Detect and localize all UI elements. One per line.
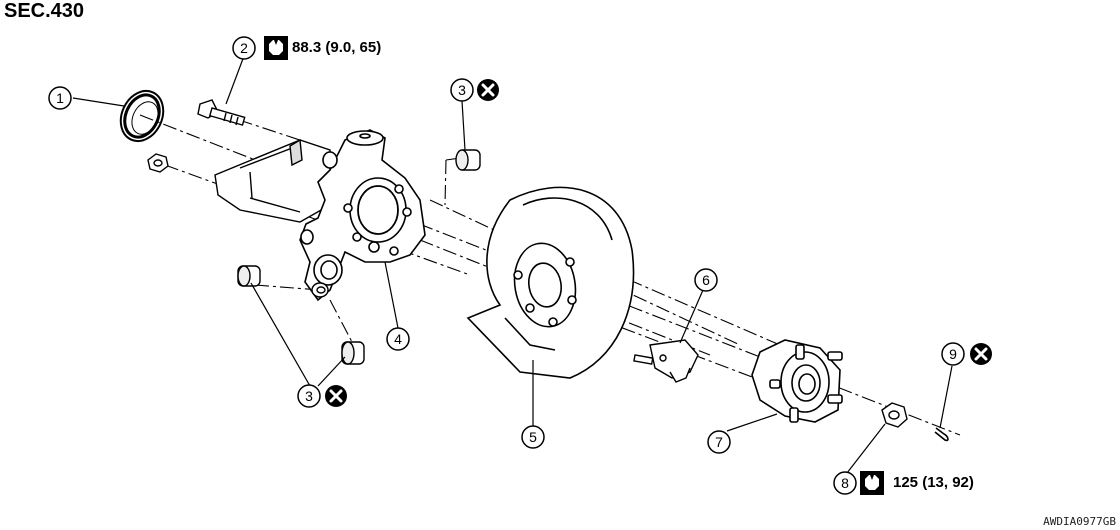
callout-7: 7	[707, 430, 731, 454]
hub-nut-torque-spec: 125 (13, 92)	[893, 474, 974, 491]
svg-text:2: 2	[240, 40, 248, 56]
callout-1: 1	[48, 86, 72, 110]
bushing-left	[237, 265, 261, 287]
callout-9: 9	[941, 342, 965, 366]
backing-plate	[466, 186, 635, 379]
leader-lines	[72, 55, 953, 474]
svg-text:1: 1	[56, 90, 64, 106]
svg-text:7: 7	[715, 434, 723, 450]
callout-3-bottom: 3	[297, 384, 321, 408]
nut-left	[147, 153, 169, 173]
callout-8: 8	[833, 471, 857, 495]
do-not-reuse-icon	[323, 383, 349, 409]
torque-wrench-icon	[264, 36, 288, 60]
figure-code: AWDIA0977GB	[1043, 515, 1116, 528]
callout-3-top: 3	[450, 78, 474, 102]
hub-assembly	[751, 339, 843, 423]
bushing-top	[455, 149, 481, 171]
callout-2: 2	[232, 36, 256, 60]
svg-text:3: 3	[305, 388, 313, 404]
svg-text:5: 5	[529, 429, 537, 445]
svg-text:4: 4	[394, 331, 402, 347]
svg-text:8: 8	[841, 475, 849, 491]
callout-6: 6	[694, 268, 718, 292]
cotter-pin	[934, 427, 949, 442]
svg-text:9: 9	[949, 346, 957, 362]
seal-ring	[119, 89, 165, 143]
bushing-washer	[311, 282, 329, 298]
do-not-reuse-icon	[475, 77, 501, 103]
bolt	[197, 99, 246, 126]
torque-wrench-icon	[860, 471, 884, 495]
svg-text:3: 3	[458, 82, 466, 98]
bolt-torque-spec: 88.3 (9.0, 65)	[292, 39, 382, 56]
hub-nut	[881, 402, 908, 428]
suspension-arm	[214, 138, 331, 223]
steering-knuckle	[299, 129, 426, 302]
svg-text:6: 6	[702, 272, 710, 288]
bushing-bottom	[341, 341, 365, 365]
callout-4: 4	[386, 327, 410, 351]
sensor-bracket	[633, 339, 699, 383]
section-title: SEC.430	[4, 0, 85, 22]
callout-5: 5	[521, 425, 545, 449]
do-not-reuse-icon	[968, 341, 994, 367]
